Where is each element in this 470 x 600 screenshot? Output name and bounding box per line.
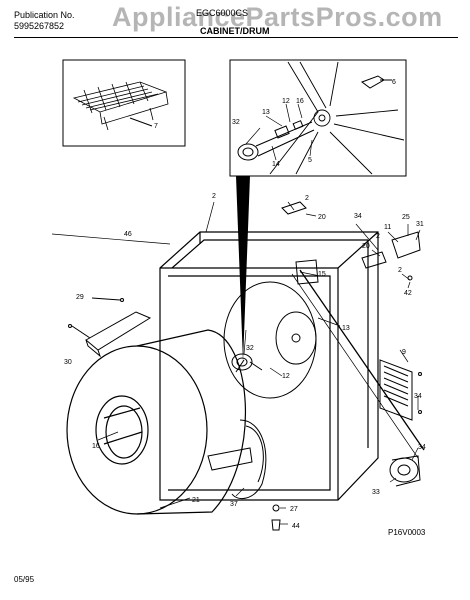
foot-27 [272,504,280,512]
callout: 13 [262,109,270,116]
screw-42 [407,275,413,281]
side-bracket [361,251,387,269]
toe-kick-panel [85,311,152,351]
callout: 30 [64,359,72,366]
callout: 34 [354,213,362,220]
callout: 11 [384,224,391,231]
callout: 7 [154,123,158,130]
callout: 27 [290,506,298,513]
watermark: AppliancePartsPros.com [112,2,443,32]
publication-label: Publication No. [14,10,75,20]
front-seal [231,419,267,500]
callout: 20 [362,243,370,250]
callout: 33 [372,489,380,496]
rear-bulkhead [223,281,317,399]
leader-7 [129,117,153,127]
inset-drive-box [229,59,407,177]
callout: 5 [308,157,312,164]
callout: 37 [230,501,238,508]
callout: 34 [418,444,426,451]
callout: 21 [192,497,200,504]
callout: 25 [402,214,410,221]
idler-pulley [389,457,419,483]
callout: 12 [282,98,290,105]
callout: 16 [92,443,100,450]
callout: 20 [318,214,326,221]
section-title: CABINET/DRUM [200,26,270,36]
inset-support-box [62,59,186,147]
callout: 2 [376,233,380,240]
callout: 12 [282,373,290,380]
callout: 34 [414,393,422,400]
callout: 14 [272,161,280,168]
vent-grille-panel [379,359,413,421]
publication-number: 5995267852 [14,21,65,31]
callout: 46 [124,231,132,238]
top-bracket [281,201,307,215]
drive-belt [299,269,425,451]
callout: 6 [392,79,396,86]
callout: 31 [416,221,424,228]
callout: 29 [76,294,84,301]
bracket-6 [360,75,385,89]
callout: 42 [404,290,412,297]
publication-date: 05/95 [14,575,35,584]
belt-guide-15 [295,259,319,285]
callout: 16 [296,98,304,105]
callout: 15 [318,271,326,278]
callout: 9 [402,349,406,356]
callout: 32 [246,345,254,352]
hinge-bracket-25 [391,231,421,259]
callout: 32 [232,119,240,126]
callout: 2 [305,195,309,202]
callout: 13 [342,325,350,332]
floor-plate [207,447,253,471]
drum-bearing [231,353,253,371]
leader-lines [51,103,421,525]
callout: 2 [212,193,216,200]
drive-shaft-assembly [237,120,315,161]
support-rack-part [72,81,169,131]
model-number: EGC6000CS [196,8,249,18]
leveling-leg-44 [271,519,281,531]
callout: 44 [292,523,300,530]
callout-labels: 6 7 32 13 12 16 14 5 2 2 20 34 25 11 31 … [64,79,426,530]
drum [66,329,246,515]
drum-rear-spider [269,61,405,175]
projection-cone [236,176,250,362]
diagram-code: P16V0003 [388,528,426,537]
header-rule [14,37,458,38]
callout: 2 [398,267,402,274]
cabinet-frame [159,231,379,501]
